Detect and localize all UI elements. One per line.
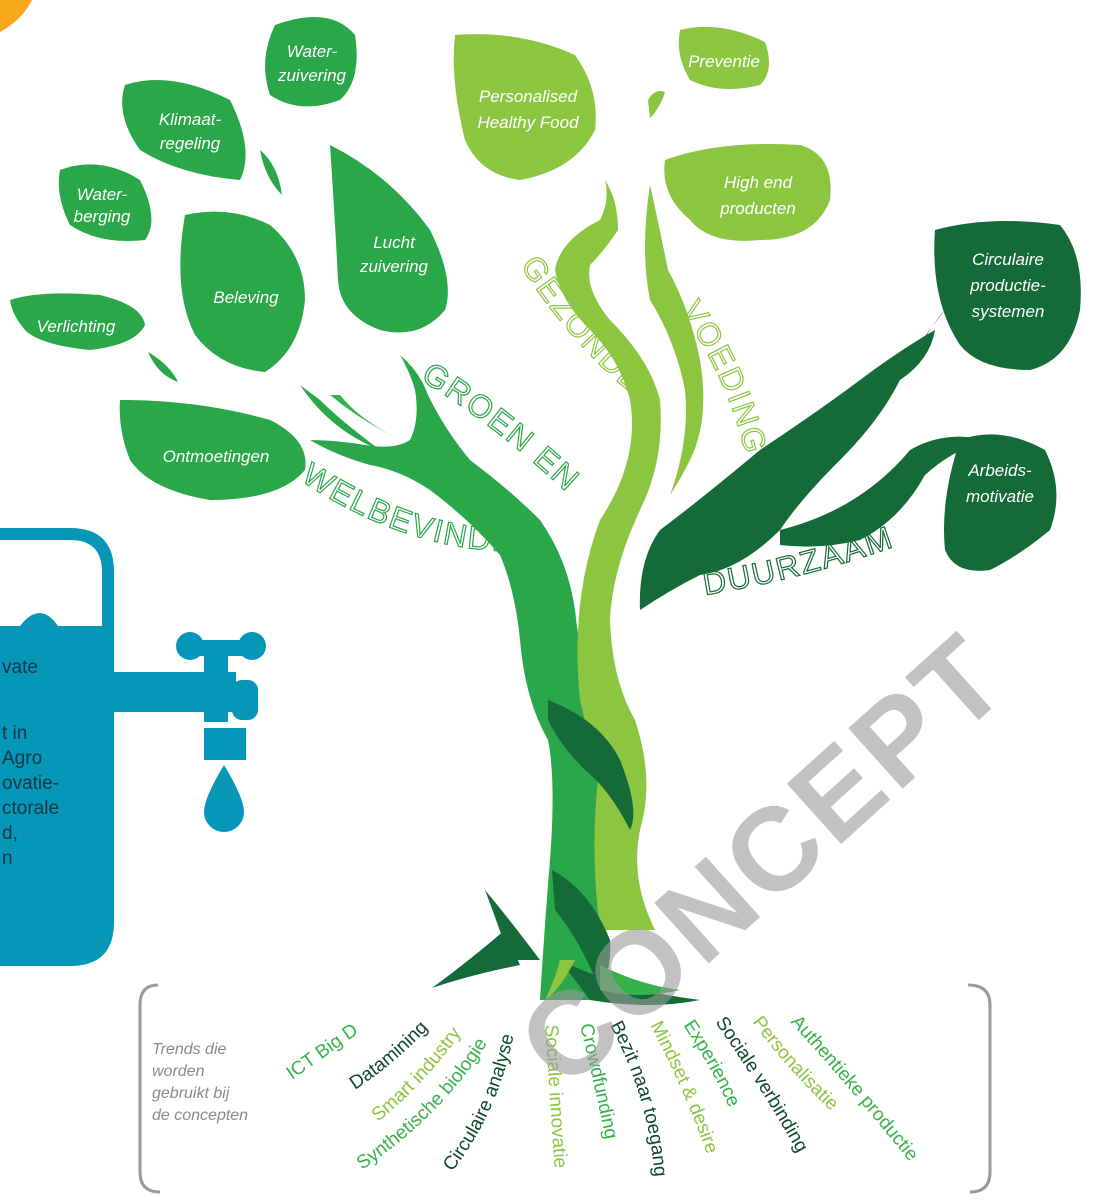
leaf-lucht <box>330 145 448 333</box>
leaf-label-circulaire: systemen <box>972 302 1045 321</box>
leaves-voeding <box>453 26 831 241</box>
water-panel-text: vate t in Agro ovatie-ctorale d, n <box>2 657 59 869</box>
leaf-label-high-end: High end <box>724 173 793 192</box>
leaf-label-klimaatregeling: Klimaat- <box>159 110 222 129</box>
leaf-waterberging <box>58 164 152 241</box>
leaf-label-waterberging: berging <box>74 207 131 226</box>
leaf-arbeids <box>944 434 1057 571</box>
leaf-waterzuivering <box>265 17 357 107</box>
leaf-personalised <box>453 34 596 180</box>
leaf-label-waterzuivering: zuivering <box>277 66 347 85</box>
water-panel: vate t in Agro ovatie-ctorale d, n <box>0 528 266 966</box>
leaf-klimaatregeling <box>122 80 246 180</box>
trends-note-line: worden <box>152 1063 205 1080</box>
water-panel-line: d, <box>2 823 18 844</box>
leaves-groen <box>10 17 448 500</box>
leaves-duurzaam <box>934 221 1081 571</box>
water-panel-line: ovatie- <box>2 773 59 794</box>
trends-note-line: gebruikt bij <box>152 1085 230 1102</box>
leaf-label-high-end: producten <box>719 199 796 218</box>
leaf-label-personalised-food: Healthy Food <box>477 113 579 132</box>
leaf-label-verlichting: Verlichting <box>37 317 116 336</box>
trends-note-line: Trends die <box>152 1041 227 1058</box>
tap-icon <box>114 632 266 832</box>
leaf-label-waterzuivering: Water- <box>287 42 338 61</box>
leaf-label-circulaire: productie- <box>969 276 1046 295</box>
water-panel-line: ctorale <box>2 798 59 819</box>
leaf-label-waterberging: Water- <box>77 185 128 204</box>
leaf-label-personalised-food: Personalised <box>479 87 578 106</box>
leaf-circulaire <box>934 221 1081 370</box>
leaf-beleving <box>180 211 305 372</box>
leaf-label-klimaatregeling: regeling <box>160 134 221 153</box>
water-panel-line: Agro <box>2 748 42 769</box>
leaf-label-preventie: Preventie <box>688 52 760 71</box>
leaf-label-ontmoetingen: Ontmoetingen <box>163 447 270 466</box>
leaf-labels: Water-zuiveringKlimaat-regelingWater-ber… <box>37 42 1047 506</box>
leaf-label-lucht-zuivering: Lucht <box>373 233 416 252</box>
leaf-ontmoetingen <box>119 400 306 500</box>
trends-note: Trends die worden gebruikt bij de concepten <box>152 1041 248 1124</box>
leaf-verlichting <box>10 293 145 350</box>
leaf-label-circulaire: Circulaire <box>972 250 1044 269</box>
water-panel-line: t in <box>2 723 27 744</box>
leaf-high-end <box>664 144 831 241</box>
leaf-label-arbeidsmotivatie: motivatie <box>966 487 1034 506</box>
leaf-preventie <box>678 26 769 89</box>
trends-bracket <box>138 983 992 1194</box>
water-panel-line: n <box>2 848 13 869</box>
tree-trunk <box>300 180 985 1005</box>
trends-note-line: de concepten <box>152 1107 248 1124</box>
sun-shape <box>0 0 32 32</box>
leaf-label-arbeidsmotivatie: Arbeids- <box>967 461 1032 480</box>
leaf-label-beleving: Beleving <box>213 288 279 307</box>
leaf-label-lucht-zuivering: zuivering <box>359 257 429 276</box>
water-panel-line: vate <box>2 657 38 678</box>
